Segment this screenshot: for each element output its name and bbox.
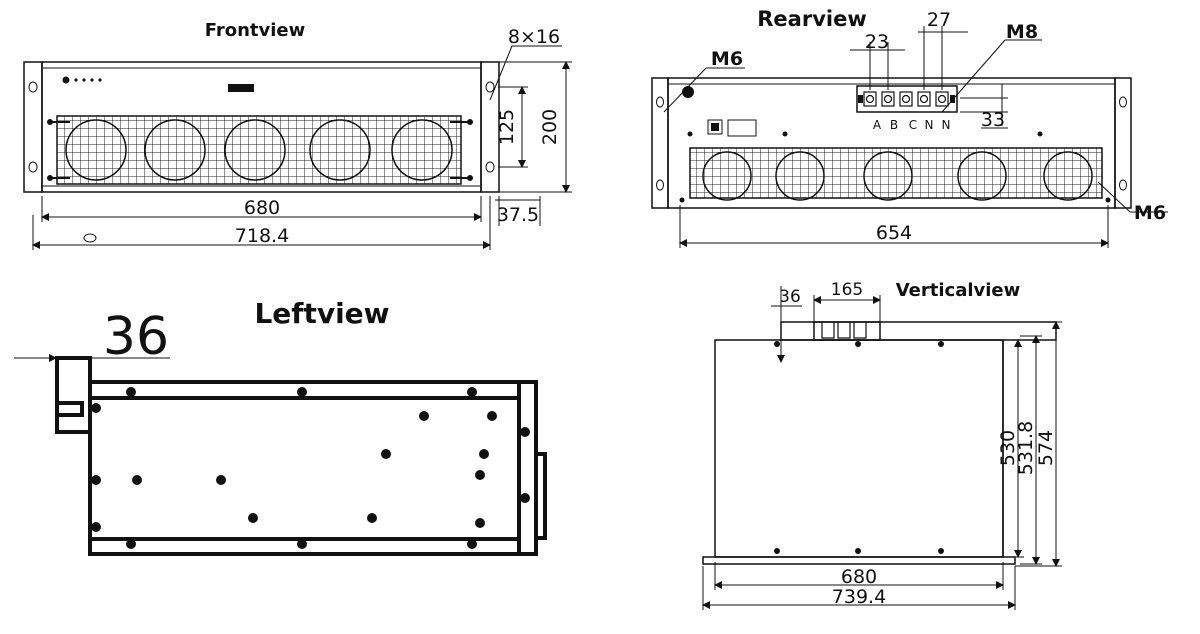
side-screws (91, 387, 530, 549)
front-panel (41, 61, 482, 193)
dim-front-slot: 8×16 (508, 26, 560, 48)
front-fan-grille (56, 115, 462, 185)
label-m6-top: M6 (711, 48, 743, 70)
rear-fan-grille (689, 147, 1103, 199)
label-m6-bottom: M6 (1134, 202, 1166, 224)
fan-icon (65, 119, 127, 181)
vertical-view-title: Verticalview (896, 280, 1021, 301)
dim-front-width-inner: 680 (244, 197, 280, 219)
terminal-block (856, 85, 958, 113)
top-terminal-block (813, 321, 881, 341)
top-panel (714, 339, 1004, 558)
side-handle (55, 356, 92, 434)
dim-left-handle: 36 (103, 307, 169, 367)
fan-icon (144, 119, 206, 181)
dim-front-offset: 37.5 (497, 204, 539, 226)
terminal-label-a: A (873, 118, 882, 132)
front-ear-slot (28, 161, 38, 173)
front-ear-slot (485, 81, 495, 93)
front-view: Frontview (23, 20, 572, 250)
breaker-switch (707, 119, 723, 135)
rear-terminal-profile (534, 452, 547, 540)
fan-icon (309, 119, 371, 181)
rating-label (727, 119, 757, 137)
rear-view-title: Rearview (757, 7, 866, 31)
dim-vertical-width-total: 739.4 (832, 586, 886, 608)
dim-front-width-total: 718.4 (235, 225, 289, 247)
dim-vertical-depth-a: 530 (997, 430, 1019, 466)
rear-view: Rearview A B C N N (651, 7, 1168, 248)
front-ear-slot (485, 161, 495, 173)
dim-rear-terminal-gap: 27 (927, 9, 951, 31)
front-ear-slot (28, 81, 38, 93)
dim-rear-terminal-height: 33 (981, 109, 1005, 131)
terminal-label-b: B (890, 118, 898, 132)
dim-vertical-width-inner: 680 (841, 566, 877, 588)
front-view-title: Frontview (205, 20, 306, 41)
left-view-title: Leftview (254, 297, 389, 330)
left-view: Leftview 36 (14, 297, 547, 556)
fan-icon (224, 119, 286, 181)
dim-front-height-inner: 125 (496, 109, 518, 145)
dim-vertical-depth-b: 531.8 (1015, 421, 1037, 475)
status-led-icon (98, 78, 102, 82)
dim-vertical-depth-c: 574 (1035, 430, 1057, 466)
terminal-label-n2: N (942, 118, 951, 132)
dim-vertical-handle: 36 (779, 287, 801, 307)
label-m8: M8 (1006, 21, 1038, 43)
dim-rear-width: 654 (876, 222, 912, 244)
fan-icon (391, 119, 453, 181)
ground-screw-icon (682, 86, 694, 98)
vertical-view: Verticalview (702, 280, 1062, 610)
status-led-icon (82, 78, 86, 82)
rear-fans (702, 151, 1093, 201)
dim-front-height-total: 200 (539, 109, 561, 145)
terminal-label-c: C (909, 118, 917, 132)
dim-vertical-terminal-block: 165 (831, 280, 863, 300)
power-led-icon (62, 76, 70, 84)
side-panel (88, 380, 538, 556)
status-led-icon (90, 78, 94, 82)
terminals (863, 91, 949, 107)
status-led-icon (74, 78, 78, 82)
display-window (228, 84, 254, 92)
dim-rear-terminal-pitch: 23 (865, 31, 889, 53)
terminal-label-n1: N (925, 118, 934, 132)
front-fans (65, 119, 453, 181)
front-lip (702, 556, 1016, 565)
rear-panel (667, 77, 1116, 209)
